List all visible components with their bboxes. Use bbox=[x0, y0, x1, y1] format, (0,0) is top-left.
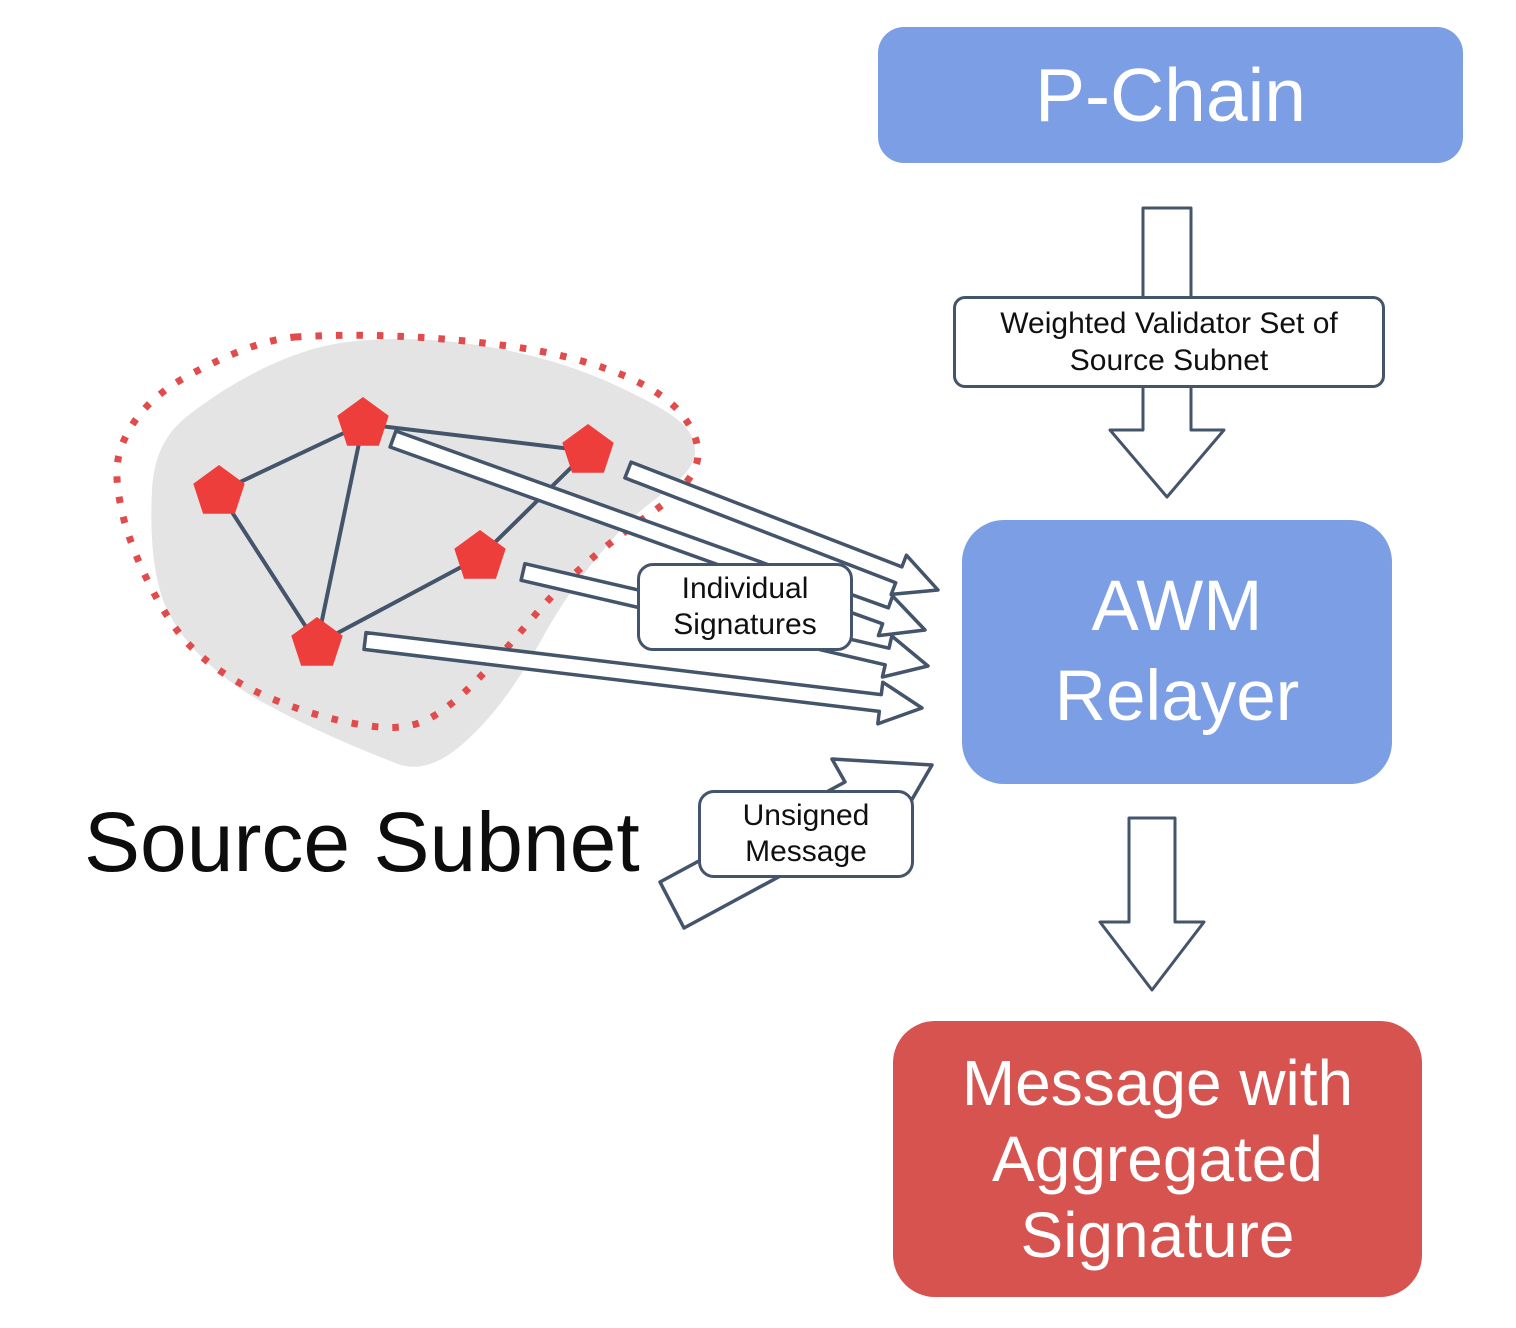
aggregated-signature-node: Message with Aggregated Signature bbox=[893, 1021, 1422, 1297]
individual-signatures-label: Individual Signatures bbox=[637, 563, 853, 651]
validator-node-icon bbox=[193, 465, 245, 514]
weighted-validator-set-line1: Weighted Validator Set of bbox=[1000, 307, 1338, 340]
validator-nodes bbox=[193, 397, 614, 666]
individual-signatures-line1: Individual bbox=[681, 572, 809, 605]
validator-node-icon bbox=[337, 397, 389, 446]
message-box-line3: Signature bbox=[1020, 1199, 1295, 1271]
awm-relayer-line1: AWM bbox=[1091, 567, 1263, 646]
individual-signatures-line2: Signatures bbox=[673, 608, 817, 641]
message-box-line1: Message with bbox=[961, 1047, 1354, 1119]
validator-graph-edges bbox=[217, 422, 590, 646]
awm-relayer-node: AWM Relayer bbox=[962, 520, 1392, 784]
validator-node-icon bbox=[454, 530, 506, 579]
unsigned-message-label: Unsigned Message bbox=[698, 790, 914, 878]
signature-arrow bbox=[623, 460, 940, 597]
p-chain-label: P-Chain bbox=[1035, 53, 1306, 137]
p-chain-node: P-Chain bbox=[878, 27, 1463, 163]
signature-arrow bbox=[362, 630, 924, 726]
weighted-validator-set-label: Weighted Validator Set of Source Subnet bbox=[953, 296, 1385, 388]
message-box-line2: Aggregated bbox=[992, 1123, 1323, 1195]
awm-relayer-line2: Relayer bbox=[1054, 657, 1300, 736]
validator-node-icon bbox=[291, 617, 343, 666]
unsigned-message-line2: Message bbox=[745, 835, 867, 868]
subnet-dotted-boundary bbox=[113, 331, 702, 731]
weighted-validator-set-line2: Source Subnet bbox=[1069, 344, 1269, 377]
source-subnet-blob bbox=[151, 339, 696, 767]
source-subnet-label: Source Subnet bbox=[84, 795, 640, 889]
awm-to-message-arrow bbox=[1098, 816, 1206, 992]
unsigned-message-line1: Unsigned bbox=[742, 799, 870, 832]
validator-node-icon bbox=[562, 424, 614, 473]
